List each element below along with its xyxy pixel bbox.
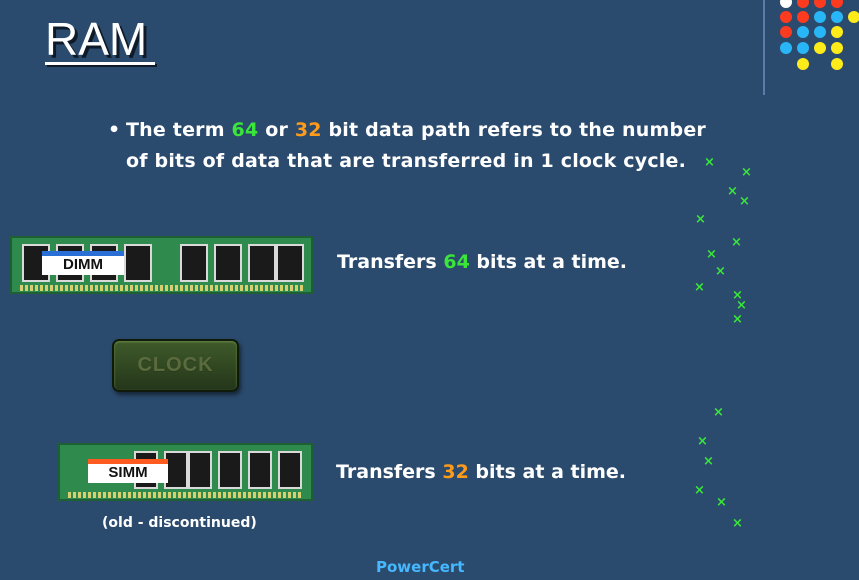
memory-chip [276, 244, 304, 282]
simm-module-image: SIMM [58, 443, 313, 501]
decorative-dot [797, 58, 809, 70]
simm-note: (old - discontinued) [102, 515, 257, 531]
brand-footer: PowerCert [376, 558, 465, 576]
bullet-point: • The term 64 or 32 bit data path refers… [108, 115, 728, 177]
bit-marker-icon: × [741, 165, 752, 180]
decorative-dot [814, 11, 826, 23]
bit-marker-icon: × [695, 212, 706, 227]
bit-marker-icon: × [703, 454, 714, 469]
decorative-dot [831, 42, 843, 54]
gold-contact-pins [68, 492, 303, 498]
title-underline [45, 62, 155, 65]
memory-chip [248, 451, 272, 489]
memory-chip [188, 451, 212, 489]
decorative-dot [780, 11, 792, 23]
decorative-dot [831, 11, 843, 23]
bit-marker-icon: × [731, 235, 742, 250]
dimm-transfer-text: Transfers 64 bits at a time. [337, 251, 627, 273]
dimm-module-image: DIMM [10, 236, 313, 294]
decorative-dot [831, 58, 843, 70]
memory-chip [124, 244, 152, 282]
simm-transfer-value: 32 [442, 461, 469, 483]
decorative-dot [814, 26, 826, 38]
decorative-dot [780, 0, 792, 8]
decorative-dot [814, 42, 826, 54]
decorative-dot [797, 42, 809, 54]
dimm-label: DIMM [42, 251, 124, 275]
bullet-value-32: 32 [294, 119, 322, 141]
memory-chip [278, 451, 302, 489]
decorative-dot [797, 0, 809, 8]
bit-marker-icon: × [736, 298, 747, 313]
simm-transfer-prefix: Transfers [336, 461, 443, 483]
bit-marker-icon: × [716, 495, 727, 510]
clock-button[interactable]: CLOCK [112, 339, 239, 392]
memory-chip [164, 451, 188, 489]
bit-marker-icon: × [732, 288, 743, 303]
dimm-transfer-prefix: Transfers [337, 251, 444, 273]
simm-transfer-text: Transfers 32 bits at a time. [336, 461, 626, 483]
dimm-transfer-suffix: bits at a time. [469, 251, 627, 273]
bullet-mark: • [108, 119, 121, 141]
bit-marker-icon: × [694, 483, 705, 498]
decorative-dot [848, 11, 859, 23]
bit-marker-icon: × [732, 516, 743, 531]
bullet-value-64: 64 [231, 119, 259, 141]
bit-marker-icon: × [732, 312, 743, 327]
decorative-dot [797, 11, 809, 23]
bit-marker-icon: × [704, 155, 715, 170]
decorative-dot [780, 26, 792, 38]
decorative-dot [780, 42, 792, 54]
bit-marker-icon: × [713, 405, 724, 420]
bit-marker-icon: × [706, 247, 717, 262]
bullet-text-part1: The term [126, 119, 232, 141]
bit-marker-icon: × [697, 434, 708, 449]
bit-marker-icon: × [694, 280, 705, 295]
simm-label: SIMM [88, 459, 168, 483]
memory-chip [218, 451, 242, 489]
simm-transfer-suffix: bits at a time. [468, 461, 626, 483]
bit-marker-icon: × [727, 184, 738, 199]
bit-marker-icon: × [739, 194, 750, 209]
decorative-dot [814, 0, 826, 8]
bullet-text-or: or [258, 119, 295, 141]
bullet-text-part2: bit data path refers to the number of bi… [126, 119, 706, 172]
memory-chip [214, 244, 242, 282]
bullet-text: The term 64 or 32 bit data path refers t… [126, 115, 728, 177]
memory-chip [248, 244, 276, 282]
bit-marker-icon: × [715, 264, 726, 279]
memory-chip [180, 244, 208, 282]
decorative-dot [797, 26, 809, 38]
decorative-dot [831, 0, 843, 8]
decorative-dot [831, 26, 843, 38]
gold-contact-pins [20, 285, 303, 291]
dimm-transfer-value: 64 [443, 251, 470, 273]
decorative-divider [763, 0, 765, 95]
slide-title: RAM [45, 13, 148, 65]
